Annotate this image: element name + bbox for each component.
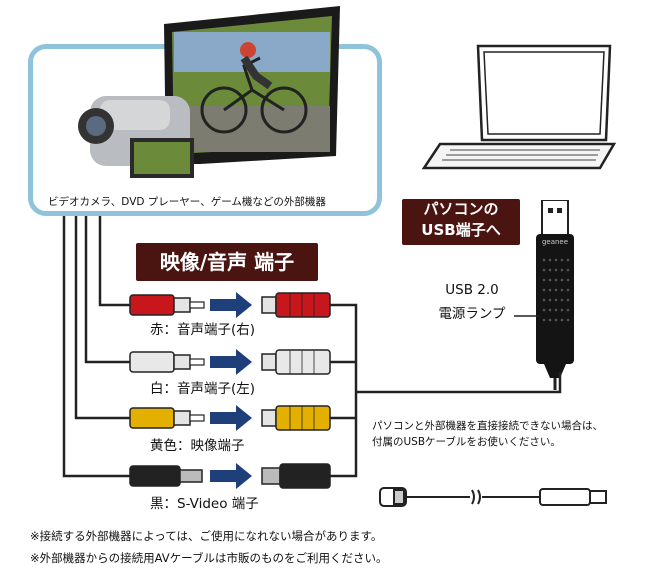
footnote-1: ※接続する外部機器によっては、ご使用になれない場合があります。 xyxy=(30,529,383,543)
laptop-illustration xyxy=(421,44,617,170)
usb-lamp-line-1: USB 2.0 xyxy=(445,282,499,298)
connector-label-0: 赤：音声端子(右) xyxy=(150,322,256,338)
pc-label-line-2: USB端子へ xyxy=(421,221,501,239)
connect-arrow-icon xyxy=(210,405,252,431)
connector-label-2: 黄色：映像端子 xyxy=(150,438,245,454)
pc-label-line-1: パソコンの xyxy=(423,200,499,218)
usb-cable-note-line-1: パソコンと外部機器を直接接続できない場合は、 xyxy=(372,420,603,432)
usb-lamp-line-2: 電源ランプ xyxy=(438,306,506,322)
pc-usb-port-label: パソコンの USB端子へ xyxy=(402,199,520,245)
connector-row-0 xyxy=(129,292,331,318)
connect-arrow-icon xyxy=(210,292,252,318)
usb-capture-device: geanee xyxy=(536,200,574,390)
connector-row-2 xyxy=(129,405,331,431)
camcorder-illustration xyxy=(78,96,194,178)
connect-arrow-icon xyxy=(210,349,252,375)
av-terminal-label: 映像/音声 端子 xyxy=(136,243,318,281)
usb-cable-illustration xyxy=(379,487,607,507)
usb-brand-text: geanee xyxy=(542,238,568,246)
connector-row-3 xyxy=(129,463,331,489)
usb-lamp-label: USB 2.0 電源ランプ xyxy=(428,278,516,326)
usb-cable-note: パソコンと外部機器を直接接続できない場合は、 付属のUSBケーブルをお使いくださ… xyxy=(372,418,642,450)
tv-illustration xyxy=(164,6,340,164)
connector-label-3: 黒：S-Video 端子 xyxy=(150,496,259,512)
connector-row-1 xyxy=(129,349,331,375)
footnote-2: ※外部機器からの接続用AVケーブルは市販のものをご利用ください。 xyxy=(30,551,388,565)
external-devices-caption: ビデオカメラ、DVD プレーヤー、ゲーム機などの外部機器 xyxy=(48,196,326,208)
connect-arrow-icon xyxy=(210,463,252,489)
connector-label-1: 白：音声端子(左) xyxy=(150,381,256,397)
usb-cable-note-line-2: 付属のUSBケーブルをお使いください。 xyxy=(372,436,561,448)
